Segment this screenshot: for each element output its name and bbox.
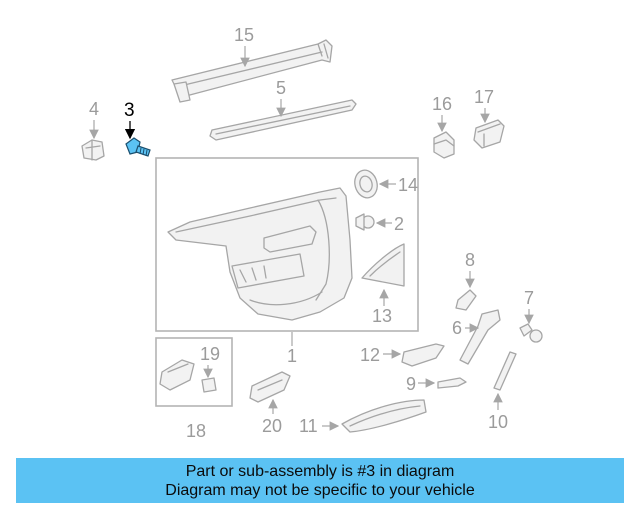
callout-11: 11 <box>299 416 318 436</box>
callout-14: 14 <box>398 175 418 195</box>
part-4-clip <box>81 139 105 161</box>
callout-19: 19 <box>200 344 220 364</box>
part-14-speaker-grille <box>354 169 378 199</box>
callout-4: 4 <box>89 99 99 119</box>
callout-13: 13 <box>372 306 392 326</box>
part-18-switch <box>159 359 195 391</box>
callout-16: 16 <box>432 94 452 114</box>
part-5-window-sill <box>209 99 357 141</box>
callout-17: 17 <box>474 87 494 107</box>
callout-6: 6 <box>452 318 462 338</box>
part-19-bulb <box>201 377 217 393</box>
callout-15: 15 <box>234 25 254 45</box>
banner-line-2: Diagram may not be specific to your vehi… <box>165 481 475 499</box>
callout-18: 18 <box>186 421 206 441</box>
part-11-pull-handle <box>341 399 427 433</box>
part-12-armrest <box>401 343 445 367</box>
callout-20: 20 <box>262 416 282 436</box>
info-banner: Part or sub-assembly is #3 in diagram Di… <box>16 458 624 503</box>
callout-2: 2 <box>394 214 404 234</box>
part-13-cover <box>361 243 405 287</box>
part-1-door-panel <box>167 187 353 321</box>
part-20-bezel <box>249 371 291 403</box>
callout-7: 7 <box>524 288 534 308</box>
parts-diagram: 15 5 4 3 16 17 1 <box>81 25 543 441</box>
part-18-group-box <box>155 337 233 407</box>
callout-3: 3 <box>124 100 135 121</box>
part-16-bracket <box>433 131 455 159</box>
callout-1: 1 <box>287 346 297 366</box>
callout-8: 8 <box>465 250 475 270</box>
part-3-screw <box>125 137 151 157</box>
callout-12: 12 <box>360 345 380 365</box>
part-6-bracket <box>459 309 501 365</box>
part-1-assembly-box <box>155 157 419 332</box>
banner-line-1: Part or sub-assembly is #3 in diagram <box>185 462 455 480</box>
callout-9: 9 <box>406 374 416 394</box>
part-9-trim <box>437 377 467 389</box>
part-2-fastener <box>355 213 375 231</box>
part-8-cap <box>455 289 477 311</box>
part-10-strip <box>493 351 517 391</box>
part-15-upper-trim <box>171 39 333 103</box>
part-17-switch <box>473 119 505 149</box>
callout-5: 5 <box>276 78 286 98</box>
part-7-screw <box>519 323 543 343</box>
callout-10: 10 <box>488 412 508 432</box>
